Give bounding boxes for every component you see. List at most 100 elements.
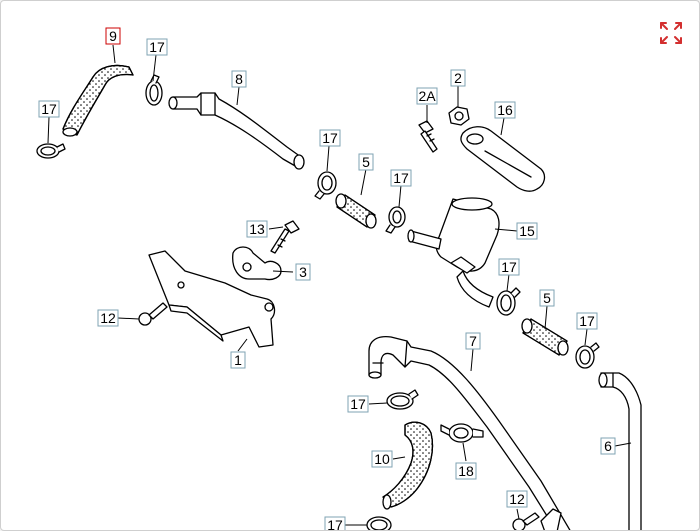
callout-box — [324, 516, 346, 530]
callout-box — [516, 222, 538, 240]
part-8-pipe — [168, 92, 305, 170]
part-17-clamp — [386, 389, 419, 410]
part-6-pipe — [598, 372, 642, 530]
part-2-nut — [448, 106, 470, 126]
callout-label: 12 — [100, 310, 116, 326]
callout-label: 18 — [458, 463, 474, 479]
callout-12b: 12 — [506, 490, 528, 508]
callout-box — [416, 87, 438, 105]
callout-box — [506, 490, 528, 508]
callout-17c: 17 — [319, 129, 341, 147]
callout-box — [390, 169, 412, 187]
callout-box — [371, 450, 393, 468]
callout-17g: 17 — [347, 395, 369, 413]
callout-box — [146, 38, 168, 56]
callout-box — [246, 220, 268, 238]
callout-13: 13 — [246, 220, 268, 238]
callout-9: 9 — [105, 27, 121, 45]
callout-box — [498, 258, 520, 276]
part-17-clamp — [575, 342, 600, 369]
callout-box — [347, 395, 369, 413]
callout-box — [494, 101, 516, 119]
part-17-clamp — [36, 143, 66, 159]
callout-label: 15 — [519, 223, 535, 239]
part-5-short-hose — [335, 193, 377, 229]
callout-6: 6 — [600, 437, 616, 455]
callout-label: 5 — [362, 154, 370, 170]
callout-label: 7 — [469, 333, 477, 349]
callout-8: 8 — [231, 70, 247, 88]
part-17-clamp — [496, 287, 521, 316]
callout-label: 10 — [374, 451, 390, 467]
part-3-holder — [232, 246, 282, 281]
callout-17d: 17 — [390, 169, 412, 187]
part-9-curved-hose — [62, 64, 134, 137]
callout-label: 16 — [497, 102, 513, 118]
callout-label: 12 — [509, 491, 525, 507]
callout-label: 17 — [149, 39, 165, 55]
part-16-bracket — [460, 126, 546, 192]
callout-2: 2 — [450, 69, 466, 87]
callout-label: 2 — [454, 70, 462, 86]
callout-2A: 2A — [416, 87, 438, 105]
callout-label: 13 — [249, 221, 265, 237]
callout-box — [465, 332, 481, 350]
callout-label: 5 — [543, 290, 551, 306]
callout-box — [105, 27, 121, 45]
callout-label: 17 — [41, 101, 57, 117]
callout-label: 17 — [393, 170, 409, 186]
part-1-bracket-plate — [148, 250, 276, 348]
callout-label: 6 — [604, 438, 612, 454]
callout-box — [600, 437, 616, 455]
callout-18: 18 — [455, 462, 477, 480]
callout-5b: 5 — [539, 289, 555, 307]
callout-label: 8 — [235, 71, 243, 87]
expand-fullscreen-button[interactable] — [658, 20, 684, 46]
callout-box — [97, 309, 119, 327]
leader-lines — [47, 44, 632, 526]
callout-label: 17 — [327, 517, 343, 531]
callout-3: 3 — [295, 263, 311, 281]
callout-5a: 5 — [358, 153, 374, 171]
expand-arrows-icon — [660, 22, 682, 44]
callout-box — [358, 153, 374, 171]
callout-16: 16 — [494, 101, 516, 119]
part-10-curved-hose — [382, 421, 434, 510]
callout-12a: 12 — [97, 309, 119, 327]
callout-label: 17 — [501, 259, 517, 275]
callout-box — [231, 70, 247, 88]
part-15-valve — [407, 197, 500, 308]
part-18-clip — [440, 423, 484, 443]
callout-label: 17 — [579, 313, 595, 329]
callout-label: 1 — [234, 352, 242, 368]
callout-label: 17 — [350, 396, 366, 412]
part-2A-bolt — [418, 120, 438, 153]
callout-1: 1 — [230, 351, 246, 369]
callout-box — [576, 312, 598, 330]
callout-17b: 17 — [38, 100, 60, 118]
part-12-screw — [138, 302, 168, 326]
callout-box — [539, 289, 555, 307]
callout-7: 7 — [465, 332, 481, 350]
callout-17f: 17 — [576, 312, 598, 330]
callout-label: 2A — [418, 88, 436, 104]
callout-label: 17 — [322, 130, 338, 146]
part-17-clamp — [314, 171, 337, 200]
callout-17h: 17 — [324, 516, 346, 531]
callout-17a: 17 — [146, 38, 168, 56]
part-12-screw — [512, 508, 562, 530]
part-17-clamp — [145, 74, 163, 106]
callout-17e: 17 — [498, 258, 520, 276]
callout-10: 10 — [371, 450, 393, 468]
callout-box — [455, 462, 477, 480]
callout-label: 9 — [109, 28, 117, 44]
part-13-bolt — [270, 220, 300, 254]
callout-box — [319, 129, 341, 147]
callout-box — [295, 263, 311, 281]
callout-label: 3 — [299, 264, 307, 280]
part-17-clamp — [385, 206, 406, 234]
callout-15: 15 — [516, 222, 538, 240]
part-7-pipe — [368, 335, 571, 530]
